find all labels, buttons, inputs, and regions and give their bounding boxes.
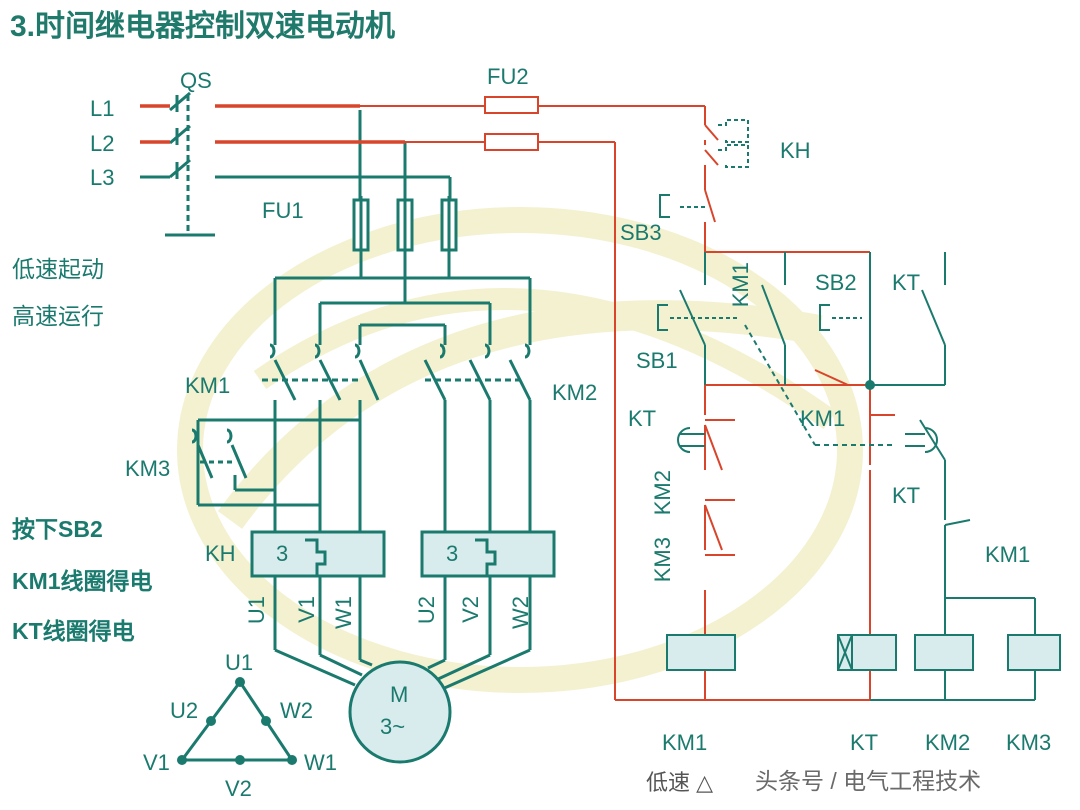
label-v1: V1 [294, 596, 319, 623]
label-sb1: SB1 [636, 348, 678, 373]
watermark-logo [177, 207, 863, 693]
label-u1: U1 [244, 596, 269, 625]
label-km1-main: KM1 [185, 373, 231, 398]
relay-number-1: 3 [276, 541, 289, 566]
note-low-start: 低速起动 [12, 256, 104, 282]
note-press: 按下SB2 [12, 516, 103, 542]
label-km1-vertical: KM1 [728, 262, 753, 308]
control-circuit-teal [657, 119, 1061, 701]
control-circuit [360, 105, 895, 701]
delta-label-v1: V1 [143, 750, 170, 775]
delta-label-u2: U2 [170, 698, 199, 723]
coil-label-km2: KM2 [925, 730, 971, 755]
page-title: 3.时间继电器控制双速电动机 [10, 10, 396, 43]
note-high-run: 高速运行 [12, 303, 104, 329]
label-kh-top: KH [780, 138, 811, 163]
fu2-fuses [484, 96, 539, 151]
label-km2-vertical: KM2 [650, 470, 675, 516]
delta-nodes [177, 677, 297, 765]
label-km2-main: KM2 [552, 380, 598, 405]
label-qs: QS [180, 68, 212, 93]
coil-label-kt: KT [850, 730, 879, 755]
label-fu2: FU2 [487, 64, 529, 89]
motor-label: M [390, 682, 409, 707]
label-l3: L3 [90, 165, 115, 190]
label-w2: W2 [508, 596, 533, 629]
label-kt-right: KT [892, 483, 921, 508]
label-u2: U2 [414, 596, 439, 625]
motor-phase-label: 3~ [380, 714, 406, 739]
label-v2: V2 [458, 596, 483, 623]
delta-label-w1: W1 [304, 750, 337, 775]
note-kt-coil: KT线圈得电 [12, 618, 135, 644]
label-km3-vertical: KM3 [650, 537, 675, 583]
delta-label-v2: V2 [225, 776, 252, 801]
label-fu1: FU1 [262, 198, 304, 223]
note-km1-coil: KM1线圈得电 [12, 568, 153, 594]
label-sb3: SB3 [620, 220, 662, 245]
relay-number-2: 3 [446, 541, 459, 566]
junction-dot [865, 380, 875, 390]
coil-label-km3: KM3 [1006, 730, 1052, 755]
label-w1: W1 [331, 596, 356, 629]
label-kt-left: KT [628, 406, 657, 431]
label-km3-side: KM3 [125, 456, 171, 481]
label-km1-mid: KM1 [800, 406, 846, 431]
label-kt-top: KT [892, 270, 921, 295]
label-kh-left: KH [205, 541, 236, 566]
footer-status: 低速 △ [646, 770, 714, 795]
label-sb2: SB2 [815, 270, 857, 295]
label-km1-right: KM1 [985, 542, 1031, 567]
footer-watermark: 头条号 / 电气工程技术 [755, 768, 982, 794]
label-l2: L2 [90, 131, 115, 156]
delta-label-u1: U1 [225, 650, 254, 675]
delta-label-w2: W2 [280, 698, 313, 723]
live-lines [140, 104, 405, 144]
label-l1: L1 [90, 96, 115, 121]
coil-label-km1: KM1 [662, 730, 708, 755]
